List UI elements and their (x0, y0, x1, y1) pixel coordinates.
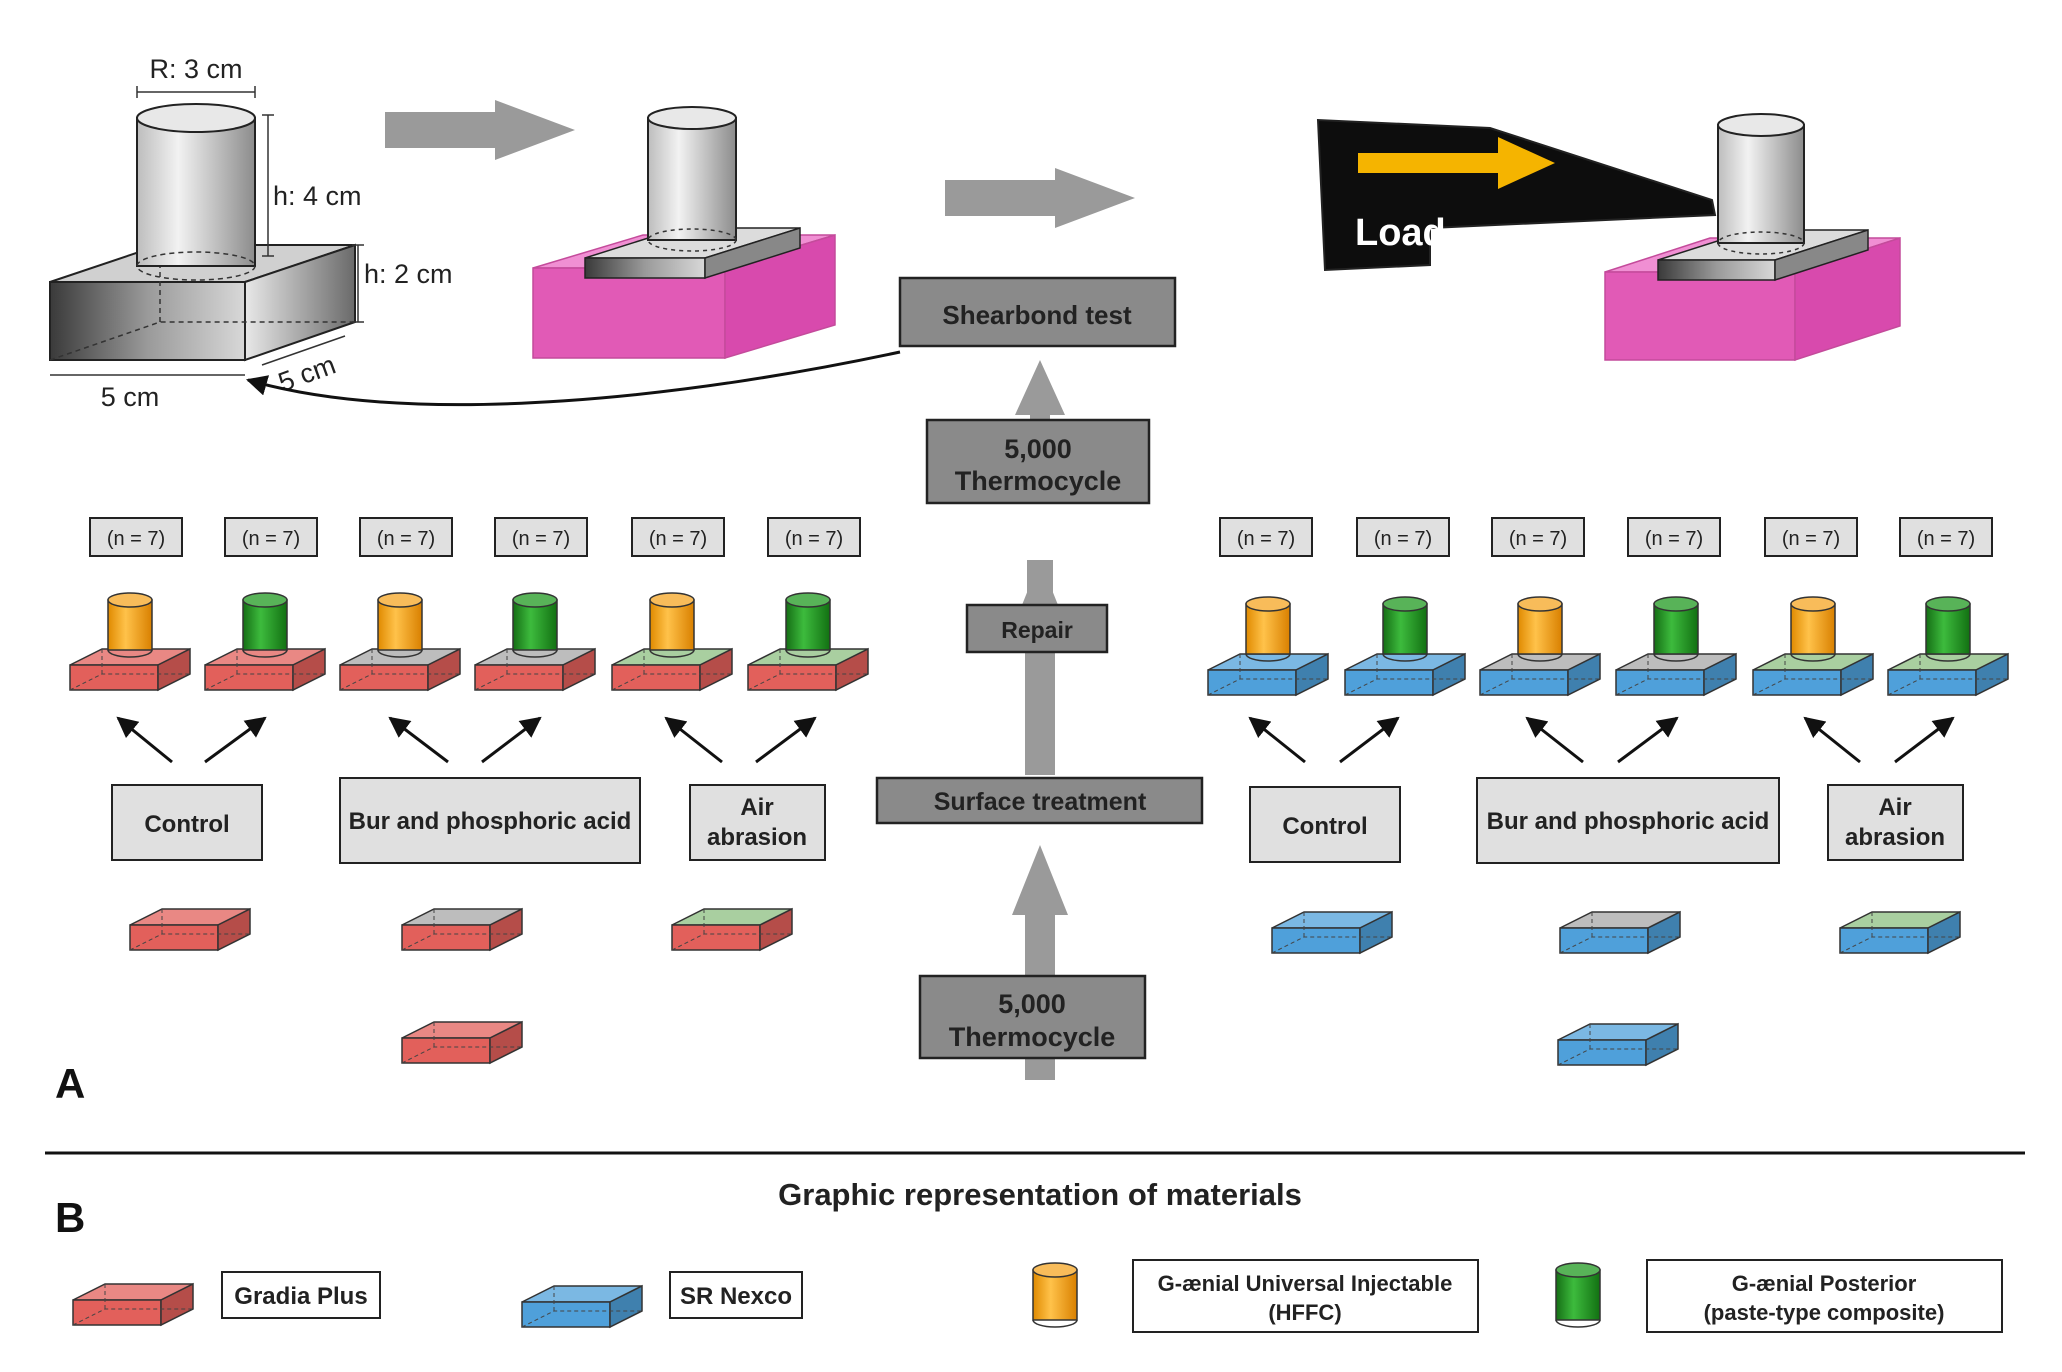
group-control-gradia: Control (144, 811, 229, 838)
dim-radius: R: 3 cm (149, 54, 242, 84)
legend-posterior-line1: G-ænial Posterior (1732, 1271, 1917, 1296)
repaired-gradia-green-cylinder-2 (242, 592, 288, 658)
substrate-nexco-control (1271, 910, 1393, 955)
count-nexco-air-paste: (n = 7) (1917, 528, 1975, 550)
count-nexco-control-paste: (n = 7) (1374, 528, 1432, 550)
sample-count-boxes (89, 517, 1993, 557)
panel-label-b: B (55, 1194, 85, 1241)
group-arrows (116, 716, 1955, 764)
count-gradia-air-paste: (n = 7) (785, 528, 843, 550)
substrate-gradia-air (671, 907, 793, 952)
flow-surface-label: Surface treatment (934, 788, 1147, 816)
repaired-gradia-block-1 (69, 647, 191, 692)
repaired-gradia-orange-cylinder-1 (107, 592, 153, 658)
sample-count-texts: (n = 7) (n = 7) (n = 7) (n = 7) (n = 7) … (107, 528, 1975, 550)
flow-thermocycle-top-line1: 5,000 (1004, 434, 1072, 464)
substrate-nexco-bur-untreated (1557, 1022, 1679, 1067)
count-nexco-control-hffc: (n = 7) (1237, 528, 1295, 550)
count-gradia-air-hffc: (n = 7) (649, 528, 707, 550)
process-arrow-1 (385, 100, 575, 160)
flow-step-repair (965, 603, 1109, 654)
repaired-nexco-orange-cylinder-3 (1517, 596, 1563, 662)
substrate-gradia-bur-untreated (401, 1020, 523, 1065)
legend-icons (72, 1262, 1601, 1329)
specimen-dimension-figure (49, 86, 364, 376)
group-air-gradia-line2: abrasion (707, 824, 807, 851)
panel-label-a: A (55, 1060, 85, 1107)
repaired-gradia-orange-cylinder-5 (649, 592, 695, 658)
flow-step-thermocycle-bottom (918, 974, 1147, 1060)
substrate-gradia-control (129, 907, 251, 952)
count-gradia-bur-hffc: (n = 7) (377, 528, 435, 550)
group-bur-nexco: Bur and phosphoric acid (1487, 808, 1770, 835)
count-nexco-air-hffc: (n = 7) (1782, 528, 1840, 550)
flow-repair-label: Repair (1001, 617, 1073, 643)
repaired-nexco-green-cylinder-4 (1653, 596, 1699, 662)
repaired-nexco-green-cylinder-6 (1925, 596, 1971, 662)
repaired-nexco-block-5 (1752, 652, 1874, 697)
group-control-nexco: Control (1282, 813, 1367, 840)
legend-nexco-icon (521, 1284, 643, 1329)
legend-title: Graphic representation of materials (778, 1177, 1302, 1212)
count-nexco-bur-hffc: (n = 7) (1509, 528, 1567, 550)
legend-injectable-icon (1032, 1262, 1078, 1328)
repaired-nexco-block-2 (1344, 652, 1466, 697)
substrate-nexco-bur (1559, 910, 1681, 955)
flow-thermocycle-bottom-line1: 5,000 (998, 989, 1066, 1019)
repaired-nexco-orange-cylinder-5 (1790, 596, 1836, 662)
repaired-nexco-block-6 (1887, 652, 2009, 697)
flow-thermocycle-bottom-line2: Thermocycle (949, 1022, 1116, 1052)
loaded-specimen (1316, 113, 1901, 362)
repaired-gradia-block-6 (747, 647, 869, 692)
process-arrow-2 (945, 168, 1135, 228)
repaired-nexco-orange-cylinder-1 (1245, 596, 1291, 662)
count-gradia-control-paste: (n = 7) (242, 528, 300, 550)
embedded-specimen (532, 106, 836, 360)
dim-width: 5 cm (101, 382, 160, 412)
repaired-nexco-block-3 (1479, 652, 1601, 697)
repaired-gradia-block-2 (204, 647, 326, 692)
repaired-gradia-block-5 (611, 647, 733, 692)
count-nexco-bur-paste: (n = 7) (1645, 528, 1703, 550)
legend-posterior-line2: (paste-type composite) (1704, 1300, 1945, 1325)
count-gradia-bur-paste: (n = 7) (512, 528, 570, 550)
flow-step-shearbond (898, 276, 1177, 348)
legend-nexco-label: SR Nexco (680, 1283, 792, 1310)
repaired-nexco-block-4 (1615, 652, 1737, 697)
repaired-gradia-block-3 (339, 647, 461, 692)
repaired-gradia-green-cylinder-4 (512, 592, 558, 658)
substrate-blocks (129, 907, 1961, 1067)
dim-cylinder-height: h: 4 cm (273, 181, 362, 211)
legend-injectable-line2: (HFFC) (1268, 1300, 1341, 1325)
flow-step-thermocycle-top (925, 418, 1151, 505)
repaired-gradia-green-cylinder-6 (785, 592, 831, 658)
group-air-gradia-line1: Air (740, 794, 773, 821)
legend-boxes (221, 1259, 2003, 1333)
legend-gradia-icon (72, 1282, 194, 1327)
substrate-gradia-bur (401, 907, 523, 952)
legend-gradia-label: Gradia Plus (234, 1283, 367, 1310)
flow-step-surface-treatment (875, 776, 1204, 825)
substrate-nexco-air (1839, 910, 1961, 955)
group-boxes (111, 777, 1964, 864)
flow-thermocycle-top-line2: Thermocycle (955, 466, 1122, 496)
group-air-nexco-line2: abrasion (1845, 824, 1945, 851)
legend-injectable-line1: G-ænial Universal Injectable (1158, 1271, 1453, 1296)
repaired-gradia-orange-cylinder-3 (377, 592, 423, 658)
count-gradia-control-hffc: (n = 7) (107, 528, 165, 550)
repaired-nexco-green-cylinder-2 (1382, 596, 1428, 662)
repaired-nexco-block-1 (1207, 652, 1329, 697)
return-arrow (245, 350, 901, 407)
repaired-specimens (69, 592, 2009, 697)
dim-base-height: h: 2 cm (364, 259, 453, 289)
group-bur-gradia: Bur and phosphoric acid (349, 808, 632, 835)
legend-posterior-icon (1555, 1262, 1601, 1328)
repaired-gradia-block-4 (474, 647, 596, 692)
group-air-nexco-line1: Air (1878, 794, 1911, 821)
load-label: Load (1355, 212, 1446, 254)
load-arrow (1358, 137, 1555, 189)
flow-shearbond-label: Shearbond test (942, 300, 1132, 330)
